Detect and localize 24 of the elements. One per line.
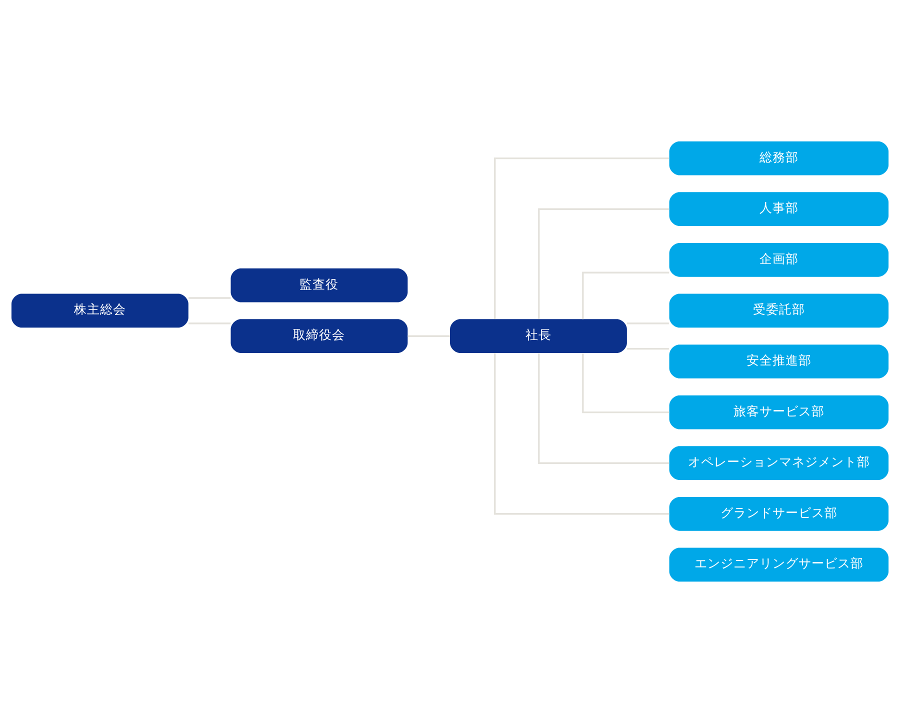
node-box: 総務部 — [669, 141, 889, 176]
connector — [538, 208, 670, 319]
connector — [626, 322, 669, 324]
connector — [538, 353, 670, 464]
node-box: 企画部 — [669, 242, 889, 277]
node-box: 社長 — [450, 319, 627, 354]
node-box: グランドサービス部 — [669, 496, 889, 531]
node-box: 監査役 — [230, 268, 408, 302]
connector — [582, 353, 670, 414]
connector — [188, 297, 231, 299]
connector — [408, 335, 450, 337]
node-box: 旅客サービス部 — [669, 395, 889, 430]
connector — [626, 348, 669, 350]
connector — [494, 353, 670, 515]
node-box: 安全推進部 — [669, 344, 889, 378]
node-box: 受委託部 — [669, 294, 889, 328]
node-box: オペレーションマネジメント部 — [669, 446, 889, 480]
connector — [494, 157, 670, 320]
node-box: 株主総会 — [11, 294, 188, 328]
node-box: 人事部 — [669, 192, 889, 226]
node-box: エンジニアリングサービス部 — [669, 548, 889, 582]
connector — [582, 272, 670, 320]
node-box: 取締役会 — [230, 319, 408, 354]
connector — [188, 322, 231, 324]
